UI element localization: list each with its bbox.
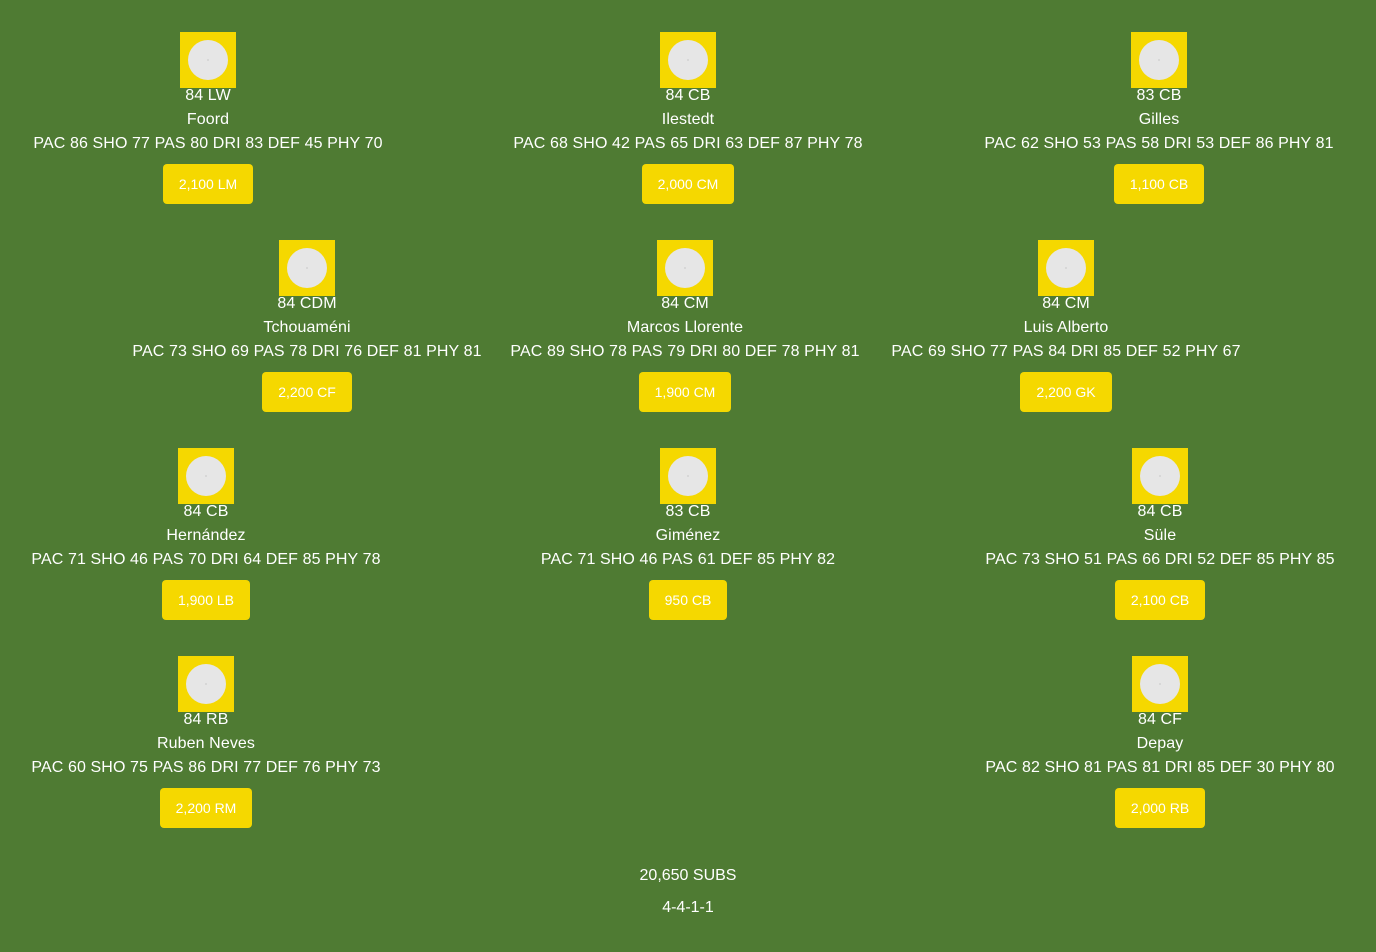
player-name: Tchouaméni: [263, 319, 351, 336]
player-name: Marcos Llorente: [626, 319, 744, 336]
player-stats: PAC 89 SHO 78 PAS 79 DRI 80 DEF 78 PHY 8…: [510, 343, 860, 360]
player-price-button[interactable]: 2,200 RM: [159, 788, 253, 828]
player-rating: 84 CM: [1042, 295, 1090, 312]
player-rating: 84 CB: [1137, 503, 1183, 520]
player-price-button[interactable]: 2,100 CB: [1114, 580, 1206, 620]
player-portrait-icon: [668, 40, 708, 80]
player-card: 84 CB Süle PAC 73 SHO 51 PAS 66 DRI 52 D…: [950, 448, 1370, 620]
player-portrait-icon: [665, 248, 705, 288]
player-portrait: [660, 448, 716, 504]
player-name: Ruben Neves: [156, 735, 256, 752]
player-portrait-icon: [287, 248, 327, 288]
player-stats: PAC 71 SHO 46 PAS 61 DEF 85 PHY 82: [540, 551, 836, 568]
player-rating: 83 CB: [665, 503, 711, 520]
player-rating: 84 CM: [661, 295, 709, 312]
player-portrait-icon: [186, 456, 226, 496]
player-price-button[interactable]: 2,100 LM: [162, 164, 254, 204]
player-stats: PAC 68 SHO 42 PAS 65 DRI 63 DEF 87 PHY 7…: [513, 135, 863, 152]
player-portrait: [1038, 240, 1094, 296]
player-portrait-icon: [1046, 248, 1086, 288]
player-card: 84 CB Ilestedt PAC 68 SHO 42 PAS 65 DRI …: [478, 32, 898, 204]
player-name: Luis Alberto: [1023, 319, 1109, 336]
player-stats: PAC 69 SHO 77 PAS 84 DRI 85 DEF 52 PHY 6…: [891, 343, 1241, 360]
player-stats: PAC 60 SHO 75 PAS 86 DRI 77 DEF 76 PHY 7…: [31, 759, 381, 776]
player-card: 84 CB Hernández PAC 71 SHO 46 PAS 70 DRI…: [0, 448, 416, 620]
player-rating: 83 CB: [1136, 87, 1182, 104]
player-stats: PAC 71 SHO 46 PAS 70 DRI 64 DEF 85 PHY 7…: [31, 551, 381, 568]
player-card: 84 CF Depay PAC 82 SHO 81 PAS 81 DRI 85 …: [950, 656, 1370, 828]
player-price-button[interactable]: 950 CB: [648, 580, 728, 620]
player-name: Gilles: [1138, 111, 1180, 128]
player-portrait: [178, 448, 234, 504]
player-price-button[interactable]: 1,900 LB: [161, 580, 251, 620]
player-card: 84 LW Foord PAC 86 SHO 77 PAS 80 DRI 83 …: [0, 32, 418, 204]
player-rating: 84 CB: [183, 503, 229, 520]
player-stats: PAC 73 SHO 69 PAS 78 DRI 76 DEF 81 PHY 8…: [132, 343, 482, 360]
player-portrait: [1132, 448, 1188, 504]
player-rating: 84 CF: [1137, 711, 1183, 728]
player-price-button[interactable]: 2,200 CF: [262, 372, 352, 412]
player-portrait: [180, 32, 236, 88]
player-name: Foord: [186, 111, 230, 128]
player-price-button[interactable]: 1,100 CB: [1113, 164, 1205, 204]
player-price-button[interactable]: 1,900 CM: [638, 372, 732, 412]
player-card: 84 RB Ruben Neves PAC 60 SHO 75 PAS 86 D…: [0, 656, 416, 828]
player-card: 84 CM Luis Alberto PAC 69 SHO 77 PAS 84 …: [856, 240, 1276, 412]
player-rating: 84 LW: [185, 87, 231, 104]
player-stats: PAC 82 SHO 81 PAS 81 DRI 85 DEF 30 PHY 8…: [985, 759, 1335, 776]
player-rating: 84 RB: [183, 711, 229, 728]
player-portrait: [660, 32, 716, 88]
player-name: Hernández: [166, 527, 246, 544]
player-card: 83 CB Gilles PAC 62 SHO 53 PAS 58 DRI 53…: [949, 32, 1369, 204]
player-portrait: [279, 240, 335, 296]
squad-total-subs: 20,650 SUBS: [639, 867, 737, 884]
player-portrait: [1132, 656, 1188, 712]
player-card: 83 CB Giménez PAC 71 SHO 46 PAS 61 DEF 8…: [478, 448, 898, 620]
player-rating: 84 CDM: [277, 295, 337, 312]
player-portrait-icon: [668, 456, 708, 496]
player-name: Süle: [1143, 527, 1177, 544]
player-stats: PAC 73 SHO 51 PAS 66 DRI 52 DEF 85 PHY 8…: [985, 551, 1335, 568]
player-portrait: [1131, 32, 1187, 88]
player-portrait-icon: [1139, 40, 1179, 80]
player-rating: 84 CB: [665, 87, 711, 104]
player-stats: PAC 62 SHO 53 PAS 58 DRI 53 DEF 86 PHY 8…: [984, 135, 1334, 152]
player-portrait-icon: [1140, 456, 1180, 496]
player-portrait-icon: [188, 40, 228, 80]
player-name: Giménez: [655, 527, 721, 544]
player-portrait: [657, 240, 713, 296]
player-stats: PAC 86 SHO 77 PAS 80 DRI 83 DEF 45 PHY 7…: [33, 135, 383, 152]
player-name: Ilestedt: [661, 111, 715, 128]
player-portrait-icon: [1140, 664, 1180, 704]
player-name: Depay: [1136, 735, 1184, 752]
formation-label: 4-4-1-1: [662, 899, 714, 916]
player-portrait-icon: [186, 664, 226, 704]
player-price-button[interactable]: 2,000 RB: [1114, 788, 1206, 828]
player-card: 84 CM Marcos Llorente PAC 89 SHO 78 PAS …: [475, 240, 895, 412]
player-portrait: [178, 656, 234, 712]
player-card: 84 CDM Tchouaméni PAC 73 SHO 69 PAS 78 D…: [97, 240, 517, 412]
player-price-button[interactable]: 2,000 CM: [641, 164, 735, 204]
player-price-button[interactable]: 2,200 GK: [1020, 372, 1112, 412]
